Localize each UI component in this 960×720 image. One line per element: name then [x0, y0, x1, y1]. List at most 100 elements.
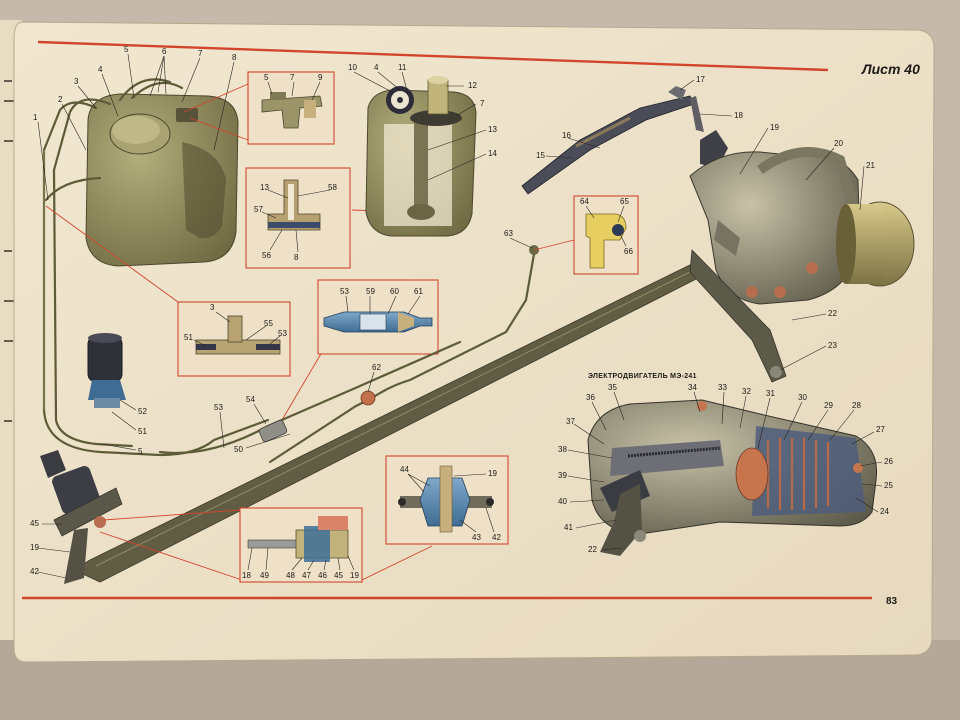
callout-k53: 53 [214, 403, 223, 412]
detail-nozzle-filter: 53 59 60 61 [317, 279, 439, 355]
callout-g51: 51 [184, 333, 193, 342]
callout-o27: 27 [876, 425, 885, 434]
callout-k50: 50 [234, 445, 243, 454]
callout-j21: 21 [866, 161, 875, 170]
tube-connector-62 [360, 390, 376, 406]
washer-electric-pump [87, 333, 126, 408]
callout-k5: 5 [138, 447, 143, 456]
page-number: 83 [886, 596, 898, 607]
callout-m19: 19 [350, 571, 359, 580]
callout-m46: 46 [318, 571, 327, 580]
callout-5: 5 [124, 45, 129, 54]
callout-8: 8 [232, 53, 237, 62]
callout-o25: 25 [884, 481, 893, 490]
detail-crank-joint: 44 19 43 42 [385, 455, 509, 545]
pump-knob [386, 86, 414, 114]
callout-k54: 54 [246, 395, 255, 404]
callout-e7: 7 [480, 99, 485, 108]
callout-o33: 33 [718, 383, 727, 392]
callouts-motor-assembly: 19 20 21 22 23 [739, 123, 875, 371]
callout-o40: 40 [558, 497, 567, 506]
callouts-tubes: 63 62 54 53 50 [214, 229, 533, 454]
callout-k62: 62 [372, 363, 381, 372]
callout-j22: 22 [828, 309, 837, 318]
callout-j20: 20 [834, 139, 843, 148]
callout-7: 7 [198, 49, 203, 58]
callout-o28: 28 [852, 401, 861, 410]
callout-j18: 18 [734, 111, 743, 120]
callout-j17: 17 [696, 75, 705, 84]
detail-t-joint: 3 51 55 53 [177, 301, 291, 377]
callout-e11: 11 [398, 63, 407, 72]
callout-o34: 34 [688, 383, 697, 392]
callout-o37: 37 [566, 417, 575, 426]
callout-e14: 14 [488, 149, 497, 158]
callout-k51: 51 [138, 427, 147, 436]
callout-o41: 41 [564, 523, 573, 532]
callout-o26: 26 [884, 457, 893, 466]
callout-e4: 4 [374, 63, 379, 72]
callout-6: 6 [162, 47, 167, 56]
callout-f57: 57 [254, 205, 263, 214]
callout-f56: 56 [262, 251, 271, 260]
callout-i66: 66 [624, 247, 633, 256]
callout-n42: 42 [30, 567, 39, 576]
callout-f58: 58 [328, 183, 337, 192]
callout-o22: 22 [588, 545, 597, 554]
leader-to-crank-detail [361, 545, 433, 581]
callouts-middle-tank: 10 4 11 12 7 13 14 [348, 63, 497, 181]
callout-d9: 9 [318, 73, 323, 82]
washer-reservoir-pump [365, 76, 477, 237]
callout-h61: 61 [414, 287, 423, 296]
callout-j16: 16 [562, 131, 571, 140]
motor-cutaway [587, 399, 878, 556]
callout-h53: 53 [340, 287, 349, 296]
callouts-motor: 36 35 34 33 32 31 30 29 28 27 26 25 24 3… [558, 383, 893, 554]
callout-o24: 24 [880, 507, 889, 516]
detail-shaft-bearing: 18 49 48 47 46 45 19 [239, 507, 363, 583]
callout-k63: 63 [504, 229, 513, 238]
callout-e10: 10 [348, 63, 357, 72]
callout-m49: 49 [260, 571, 269, 580]
callout-o30: 30 [798, 393, 807, 402]
callout-o31: 31 [766, 389, 775, 398]
callout-g53: 53 [278, 329, 287, 338]
leader-to-cap-detail [183, 83, 249, 113]
leader-to-tjoint-detail [45, 205, 179, 303]
callout-l42: 42 [492, 533, 501, 542]
callout-m47: 47 [302, 571, 311, 580]
leader-to-jet-detail [533, 239, 575, 251]
tube-connector-54 [258, 419, 288, 443]
callout-g3: 3 [210, 303, 215, 312]
left-page-text-strip [4, 80, 14, 422]
callout-m48: 48 [286, 571, 295, 580]
callout-e13: 13 [488, 125, 497, 134]
motor-title: ЭЛЕКТРОДВИГАТЕЛЬ МЭ-241 [588, 373, 697, 380]
callouts-wiper-arm: 17 18 16 15 [536, 75, 743, 160]
callout-j19: 19 [770, 123, 779, 132]
callout-j23: 23 [828, 341, 837, 350]
detail-cap-fittings: 5 7 9 [247, 71, 335, 145]
callout-i65: 65 [620, 197, 629, 206]
armature-windings [766, 438, 830, 510]
callout-g55: 55 [264, 319, 273, 328]
wiper-pivot-left [40, 450, 123, 584]
callout-1: 1 [33, 113, 38, 122]
callout-o36: 36 [586, 393, 595, 402]
callout-f13: 13 [260, 183, 269, 192]
detail-tee-valve: 13 58 57 56 8 [245, 167, 351, 269]
callout-h59: 59 [366, 287, 375, 296]
callout-f8: 8 [294, 253, 299, 262]
sheet-label: Лист 40 [861, 61, 920, 77]
callout-n19: 19 [30, 543, 39, 552]
callout-d7: 7 [290, 73, 295, 82]
callout-3: 3 [74, 77, 79, 86]
callout-o39: 39 [558, 471, 567, 480]
detail-jet: 64 65 66 [573, 195, 639, 275]
callout-e12: 12 [468, 81, 477, 90]
callout-m45: 45 [334, 571, 343, 580]
callout-4: 4 [98, 65, 103, 74]
callout-d5: 5 [264, 73, 269, 82]
callout-l44: 44 [400, 465, 409, 474]
